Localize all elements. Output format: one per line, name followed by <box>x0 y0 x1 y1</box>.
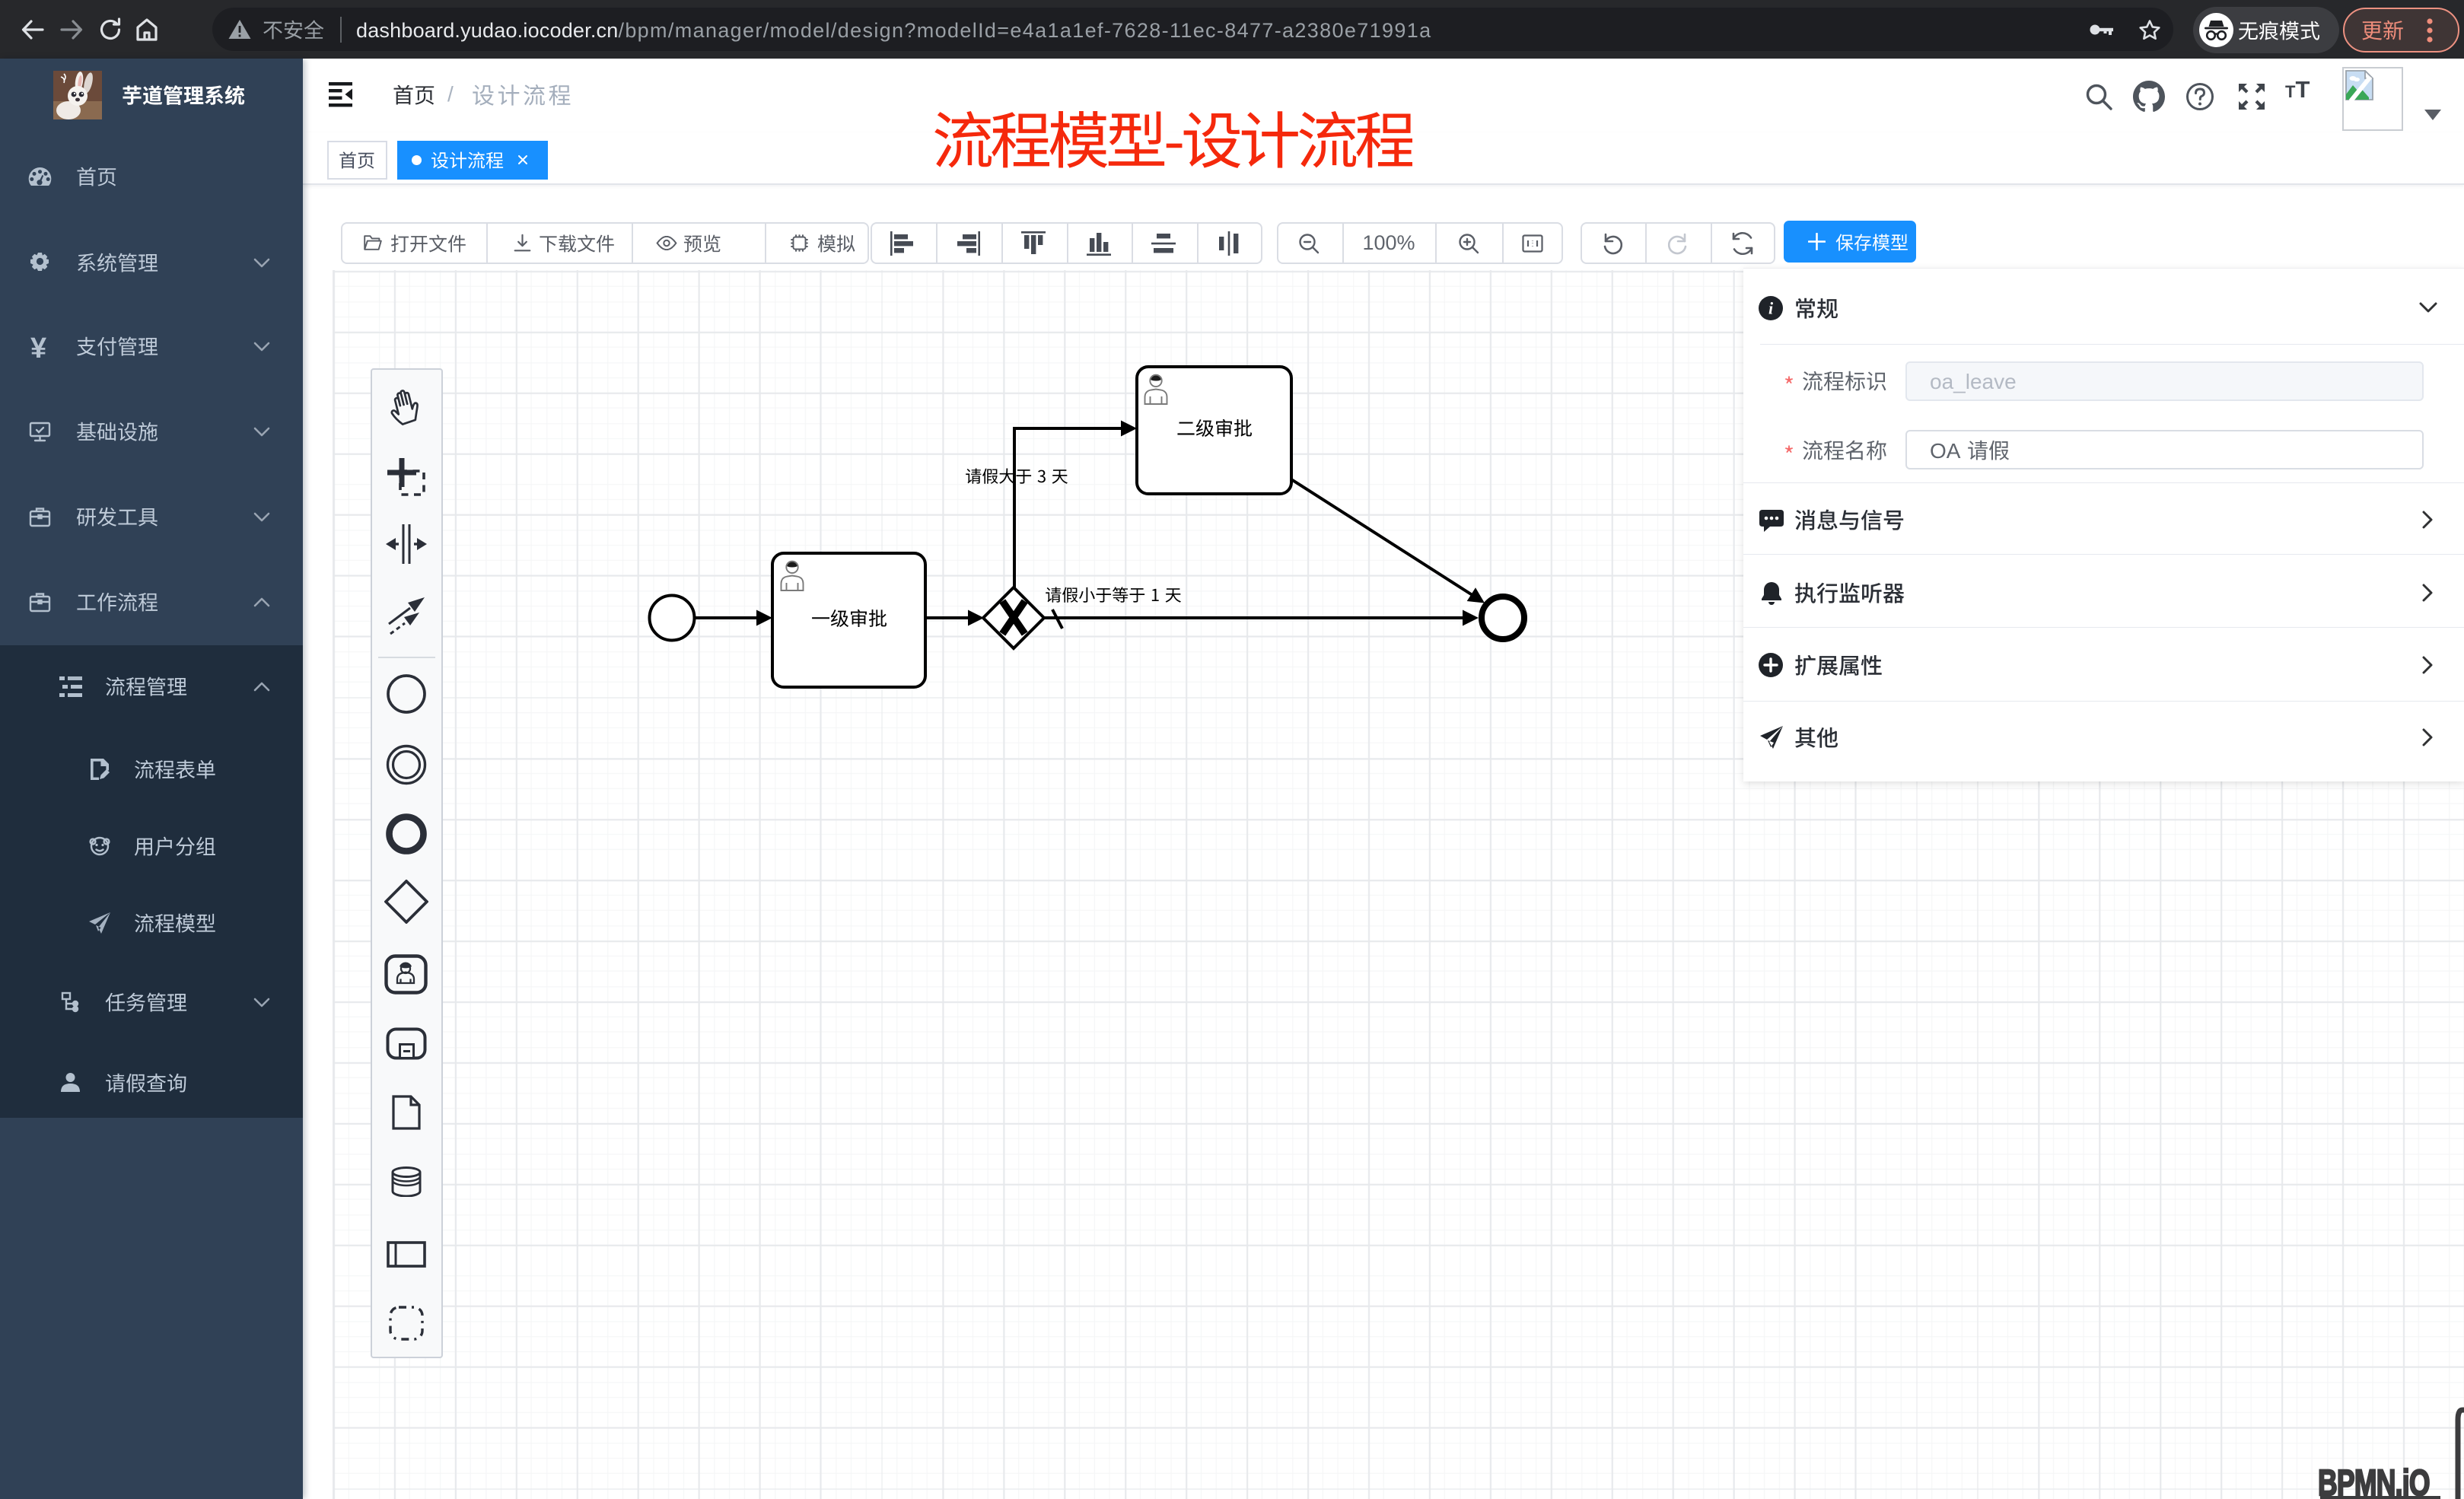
svg-text:i: i <box>1768 299 1774 318</box>
svg-text:BPMN.iO: BPMN.iO <box>2318 1462 2430 1499</box>
